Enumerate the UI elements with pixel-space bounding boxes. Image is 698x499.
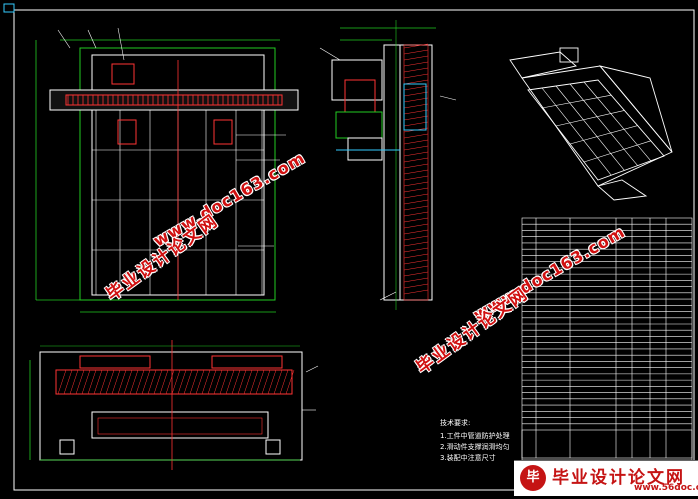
tech-note-2: 2.滑动件支撑润滑均匀 (440, 443, 510, 451)
tech-note-1: 1.工件中管道防护处理 (440, 432, 510, 440)
logo-url: www.56doc.com (634, 483, 698, 493)
logo-icon: 毕 (520, 465, 546, 491)
drawing-frame (13, 9, 695, 491)
tech-note-3: 3.装配中注意尺寸 (440, 454, 496, 462)
corner-mark (3, 3, 15, 13)
tech-notes-title: 技术要求: (440, 419, 471, 427)
bom-table (521, 217, 693, 461)
logo-title: 毕业设计论文网 (552, 468, 685, 488)
side-view (319, 20, 457, 310)
section-view (29, 340, 319, 470)
isometric-view (509, 47, 673, 201)
front-view (35, 27, 299, 313)
site-logo-bar: 毕 毕业设计论文网 www.56doc.com (514, 460, 698, 496)
tech-notes: 技术要求: 1.工件中管道防护处理 2.滑动件支撑润滑均匀 3.装配中注意尺寸 (440, 418, 510, 464)
